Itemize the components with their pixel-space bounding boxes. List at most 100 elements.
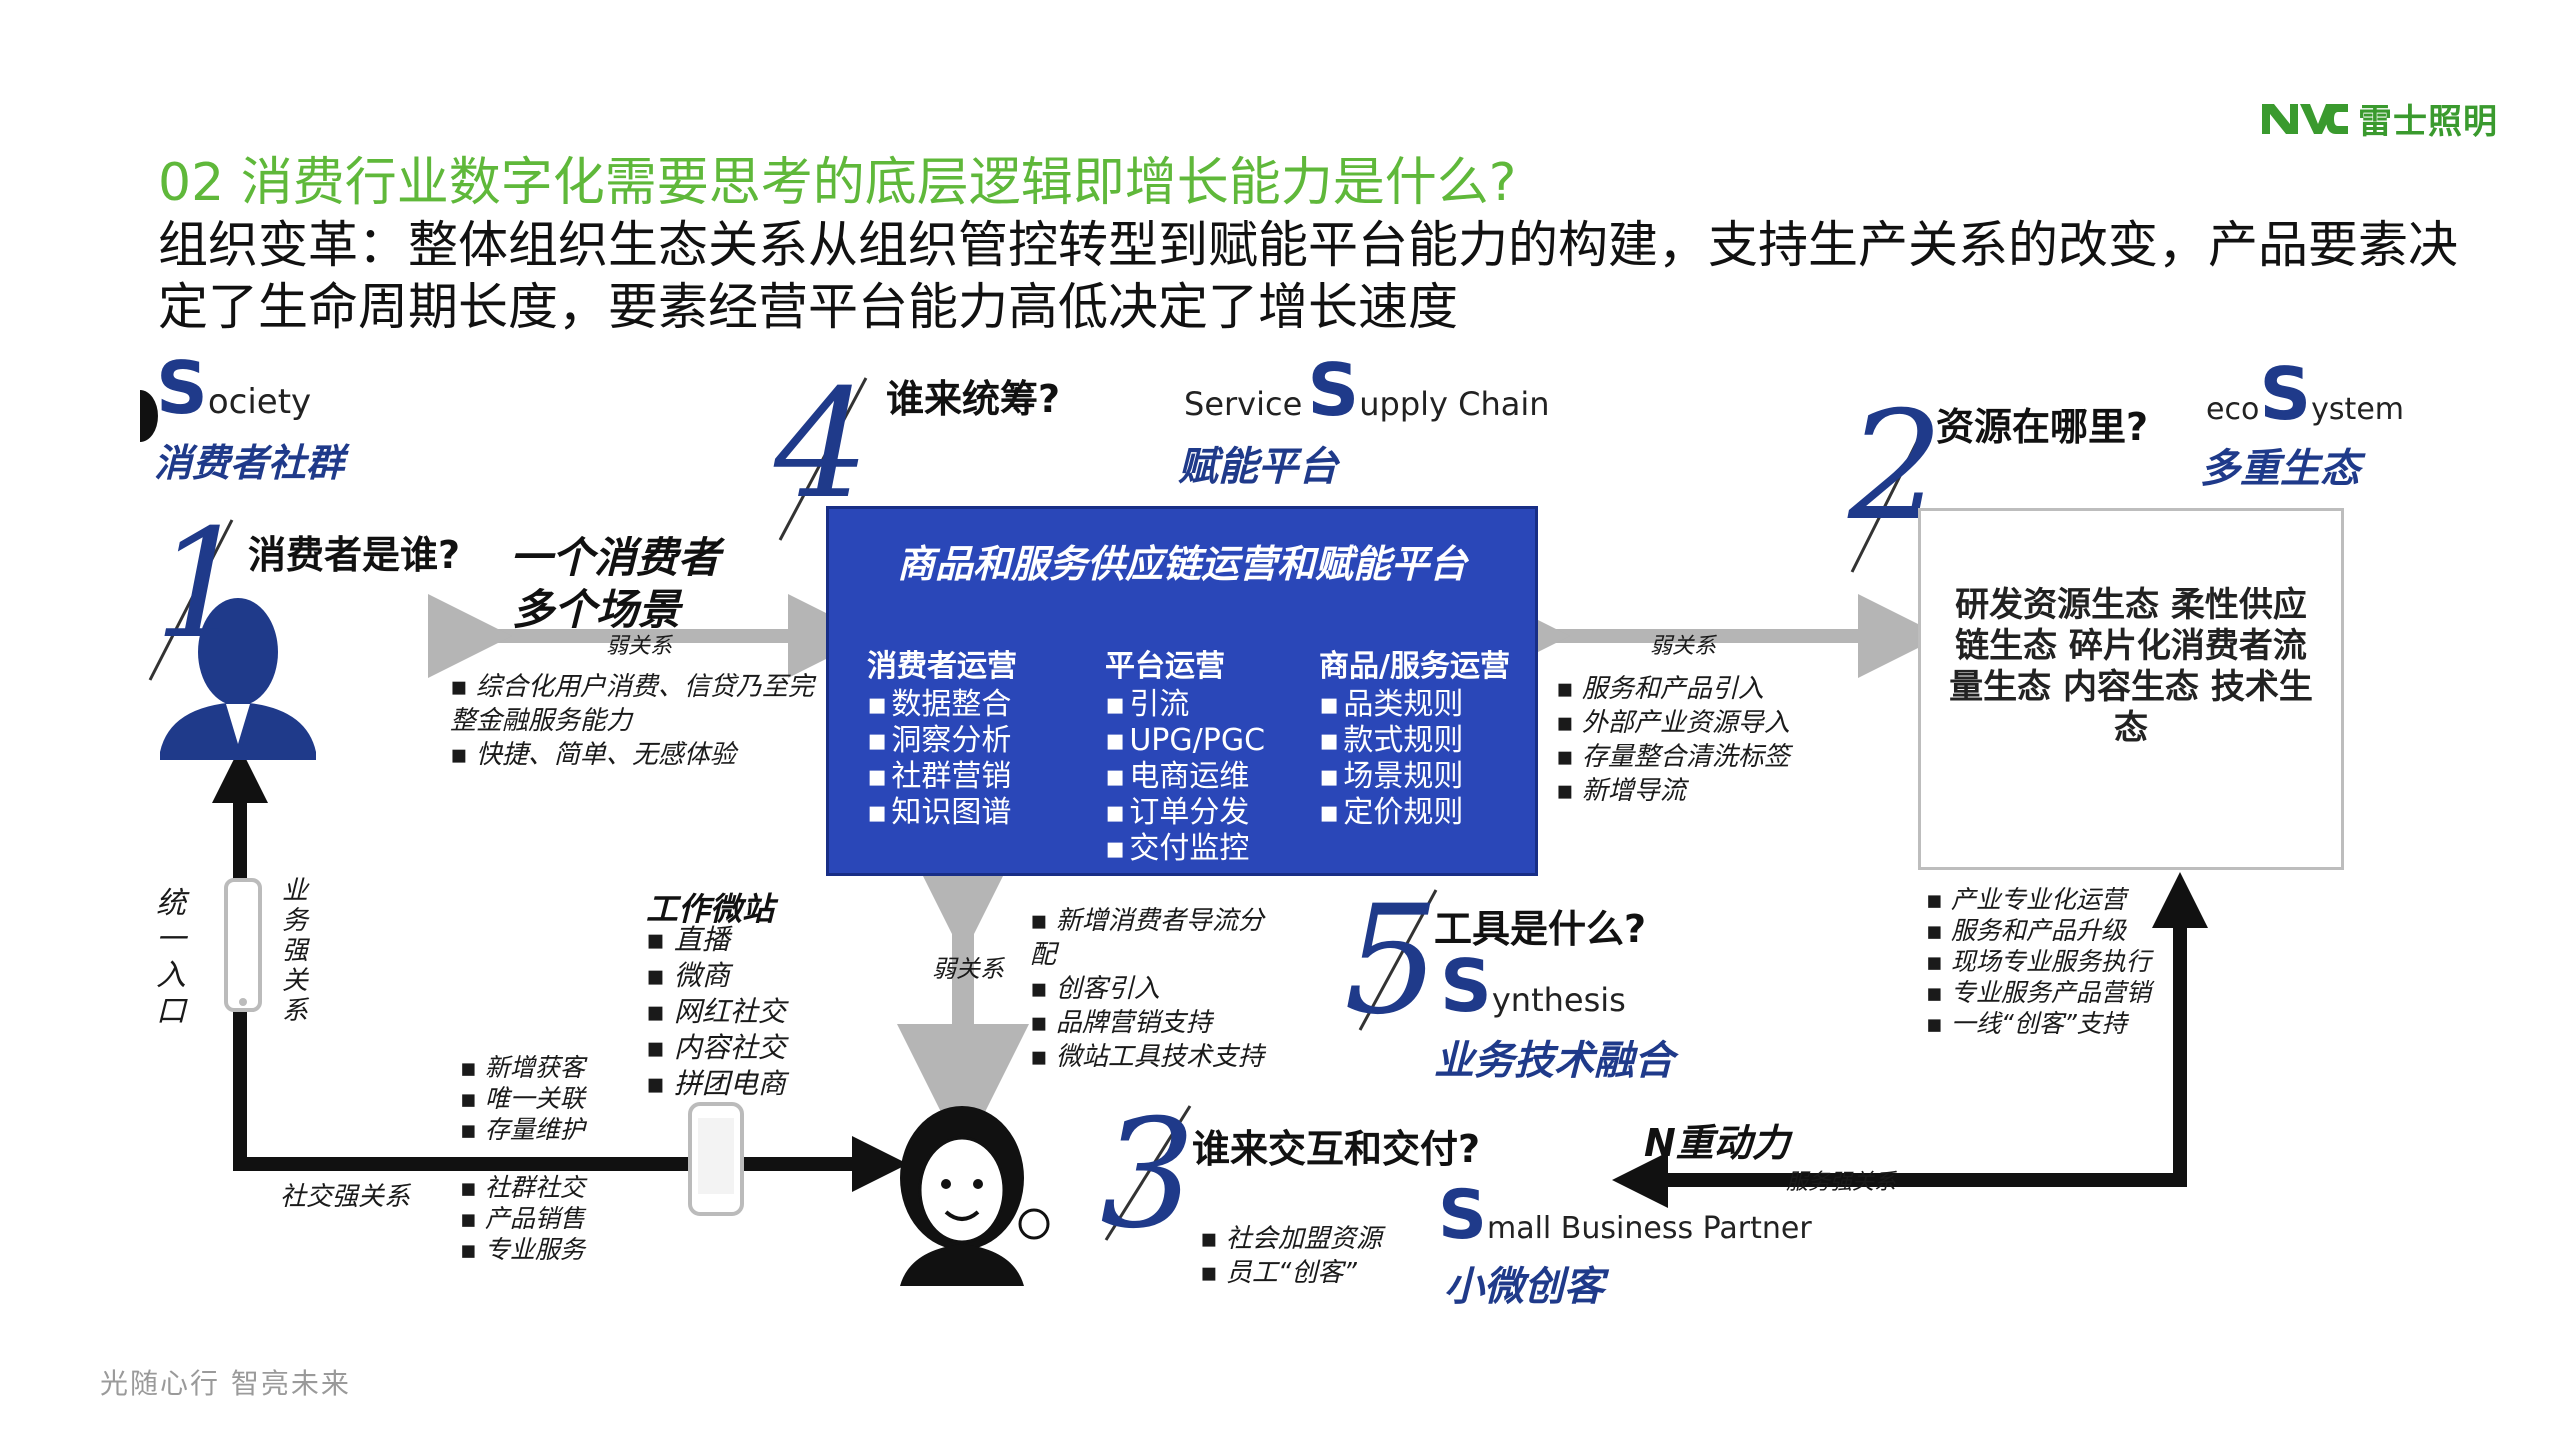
list-item: 现场专业服务执行	[1926, 946, 2151, 977]
platform-col-heading: 商品/服务运营	[1319, 649, 1510, 684]
mid-weak-list: 新增消费者导流分配 创客引入 品牌营销支持 微站工具技术支持	[1030, 904, 1280, 1074]
list-item: 一线“创客”支持	[1926, 1008, 2151, 1039]
consumer-avatar-icon	[160, 598, 316, 760]
smartphone-icon	[688, 1102, 744, 1216]
mid-weak-label: 弱关系	[932, 955, 1004, 983]
ssc-label: Service Supply Chain	[1184, 348, 1550, 432]
right-weak-label: 弱关系	[1650, 634, 1717, 659]
left-weak-label: 弱关系	[606, 634, 673, 659]
list-item: 专业服务	[460, 1234, 585, 1265]
list-item: 专业服务产品营销	[1926, 977, 2151, 1008]
footer-slogan: 光随心行 智亮未来	[100, 1367, 351, 1400]
synthesis-cn: 业务技术融合	[1434, 1038, 1674, 1084]
social-strong-label: 社交强关系	[280, 1182, 411, 1212]
n-power-label: N重动力	[1644, 1121, 1790, 1165]
platform-item: 订单分发	[1105, 795, 1265, 831]
list-item: 内容社交	[646, 1030, 786, 1066]
sbp-list: 社会加盟资源 员工“创客”	[1200, 1222, 1382, 1290]
step-number-4: 4	[774, 358, 870, 532]
q4-question: 谁来统筹?	[886, 377, 1061, 421]
step-number-5: 5	[1344, 874, 1440, 1048]
platform-item: 洞察分析	[867, 723, 1017, 759]
list-item: 微站工具技术支持	[1030, 1040, 1280, 1074]
platform-item: 品类规则	[1319, 687, 1510, 723]
platform-box: 商品和服务供应链运营和赋能平台 消费者运营 数据整合 洞察分析 社群营销 知识图…	[826, 506, 1538, 876]
num5-slash	[1358, 889, 1438, 1031]
platform-col-heading: 消费者运营	[867, 649, 1017, 684]
society-label: Society	[156, 346, 312, 430]
num3-slash	[1104, 1105, 1192, 1241]
list-item: 网红社交	[646, 994, 786, 1030]
strong-arrow-right-up	[2152, 872, 2208, 1187]
sbp-cn: 小微创客	[1444, 1264, 1604, 1310]
num4-slash	[778, 377, 868, 541]
list-item: 新增消费者导流分配	[1030, 904, 1280, 972]
sbp-label: Small Business Partner	[1438, 1176, 1812, 1255]
list-item: 社会加盟资源	[1200, 1222, 1382, 1256]
list-item: 新增获客	[460, 1052, 585, 1083]
list-item: 新增导流	[1556, 774, 1790, 808]
num2-slash	[1850, 419, 1930, 573]
platform-item: 知识图谱	[867, 795, 1017, 831]
wechat-site-list: 直播 微商 网红社交 内容社交 拼团电商	[646, 922, 786, 1102]
acquisition-list: 新增获客 唯一关联 存量维护	[460, 1052, 585, 1145]
q2-question: 资源在哪里?	[1936, 405, 2149, 449]
q5-question: 工具是什么?	[1434, 907, 1647, 951]
platform-item: 场景规则	[1319, 759, 1510, 795]
platform-item: 数据整合	[867, 687, 1017, 723]
list-item: 存量维护	[460, 1114, 585, 1145]
list-item: 员工“创客”	[1200, 1256, 1382, 1290]
platform-item: 电商运维	[1105, 759, 1265, 795]
service-strong-label: 服务强关系	[1786, 1170, 1897, 1195]
brand-logo: 雷士照明	[2260, 96, 2498, 142]
list-item: 快捷、简单、无感体验	[450, 738, 820, 772]
list-item: 直播	[646, 922, 786, 958]
q1-question: 消费者是谁?	[248, 533, 461, 577]
nvc-logo-icon	[2262, 104, 2348, 134]
unified-entry-label: 统一入口	[156, 886, 186, 1029]
business-strong-label: 业务强关系	[282, 876, 309, 1026]
platform-item: 定价规则	[1319, 795, 1510, 831]
edge-marker	[140, 390, 158, 442]
eco-cn: 多重生态	[2200, 446, 2360, 492]
list-item: 服务和产品引入	[1556, 672, 1790, 706]
list-item: 品牌营销支持	[1030, 1006, 1280, 1040]
list-item: 微商	[646, 958, 786, 994]
list-item: 拼团电商	[646, 1066, 786, 1102]
ecosystem-text: 研发资源生态 柔性供应链生态 碎片化消费者流量生态 内容生态 技术生态	[1949, 585, 2313, 748]
q1-answer-2: 多个场景	[512, 585, 681, 634]
page-title: 02 消费行业数字化需要思考的底层逻辑即增长能力是什么?	[158, 153, 1517, 213]
list-item: 创客引入	[1030, 972, 1280, 1006]
list-item: 产品销售	[460, 1203, 585, 1234]
right-bottom-list: 产业专业化运营 服务和产品升级 现场专业服务执行 专业服务产品营销 一线“创客”…	[1926, 884, 2151, 1039]
ssc-cn: 赋能平台	[1178, 444, 1338, 490]
platform-item: UPG/PGC	[1105, 723, 1265, 759]
platform-col-platform: 平台运营 引流 UPG/PGC 电商运维 订单分发 交付监控	[1105, 649, 1265, 867]
phone-icon	[224, 878, 262, 1012]
step-number-1: 1	[154, 498, 250, 672]
ecosystem-box: 研发资源生态 柔性供应链生态 碎片化消费者流量生态 内容生态 技术生态	[1918, 508, 2344, 870]
synthesis-label: Synthesis	[1440, 944, 1626, 1028]
list-item: 社群社交	[460, 1172, 585, 1203]
list-item: 产业专业化运营	[1926, 884, 2151, 915]
right-weak-list: 服务和产品引入 外部产业资源导入 存量整合清洗标签 新增导流	[1556, 672, 1790, 808]
list-item: 综合化用户消费、信贷乃至完整金融服务能力	[450, 670, 820, 738]
step-number-3: 3	[1100, 1088, 1196, 1262]
brand-name: 雷士照明	[2358, 101, 2498, 142]
platform-item: 社群营销	[867, 759, 1017, 795]
platform-item: 交付监控	[1105, 831, 1265, 867]
list-item: 存量整合清洗标签	[1556, 740, 1790, 774]
platform-col-heading: 平台运营	[1105, 649, 1225, 684]
list-item: 唯一关联	[460, 1083, 585, 1114]
list-item: 外部产业资源导入	[1556, 706, 1790, 740]
q3-question: 谁来交互和交付?	[1192, 1127, 1481, 1171]
society-cn: 消费者社群	[154, 441, 345, 485]
q1-answer-1: 一个消费者	[510, 533, 721, 582]
eco-label: ecoSystem	[2206, 352, 2404, 436]
page-subtitle: 组织变革：整体组织生态关系从组织管控转型到赋能平台能力的构建，支持生产关系的改变…	[158, 216, 2458, 336]
platform-col-consumer: 消费者运营 数据整合 洞察分析 社群营销 知识图谱	[867, 649, 1017, 831]
left-weak-list: 综合化用户消费、信贷乃至完整金融服务能力 快捷、简单、无感体验	[450, 670, 820, 772]
platform-item: 款式规则	[1319, 723, 1510, 759]
partner-avatar-icon	[900, 1106, 1050, 1286]
